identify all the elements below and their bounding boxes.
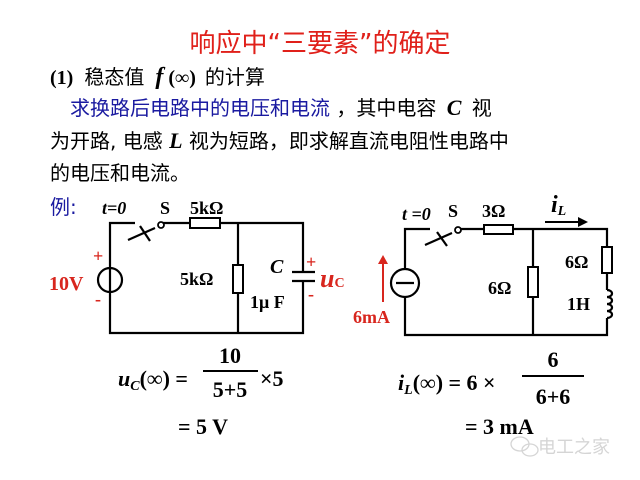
voltage-source-icon	[96, 266, 124, 294]
eq1-numerator: 10	[219, 343, 241, 368]
switch-label: S	[448, 201, 458, 221]
resistor-branch-label: 6Ω	[565, 252, 588, 272]
inductor-icon	[606, 288, 614, 320]
cap-label: C	[270, 256, 284, 278]
slide-title: 响应中“三要素”的确定	[190, 29, 451, 59]
circuit-1: t=0 S 5kΩ + 10V - 5kΩ C 1μ F + - uC	[49, 198, 345, 335]
cap-plus: +	[306, 252, 316, 272]
cap-value: 1μ F	[250, 292, 285, 312]
paragraph-line-2: 为开路, 电感 L 视为短路，即求解直流电阻性电路中	[50, 128, 509, 153]
resistor-shunt-label: 6Ω	[488, 278, 511, 298]
il-label: iL	[551, 192, 566, 219]
paragraph-line-1: 求换路后电路中的电压和电流 ，其中电容 C 视	[70, 95, 492, 120]
eq1-times: ×5	[260, 366, 284, 391]
resistor-shunt-icon	[232, 264, 244, 294]
resistor-shunt-label: 5kΩ	[180, 269, 213, 289]
source-minus: -	[95, 289, 101, 309]
switch-time-label: t =0	[402, 204, 431, 224]
source-value: 10V	[49, 273, 84, 295]
eq2-numerator: 6	[548, 347, 559, 372]
section-arg: (∞)	[168, 67, 196, 89]
highlight-text: 求换路后电路中的电压和电流	[70, 96, 330, 120]
eq1-lhs: uC(∞) =	[118, 366, 188, 394]
capacitor-icon	[292, 270, 315, 283]
paragraph-text: 视为短路，即求解直流电阻性电路中	[189, 129, 509, 153]
paragraph-text: 为开路, 电感	[50, 129, 163, 153]
inductor-label: 1H	[567, 294, 590, 314]
section-suffix: 的计算	[205, 65, 265, 89]
source-plus: +	[93, 246, 103, 266]
source-arrow-icon	[378, 255, 388, 302]
resistor-series-label: 3Ω	[482, 201, 505, 221]
section-number: (1)	[50, 67, 73, 89]
section-label: 稳态值	[84, 65, 144, 89]
wechat-icon	[510, 436, 539, 457]
resistor-branch-icon	[601, 246, 613, 274]
watermark-text: 电工之家	[538, 437, 610, 458]
resistor-series-icon	[483, 224, 514, 235]
resistor-series-icon	[189, 217, 221, 229]
eq2-result: = 3 mA	[465, 414, 534, 439]
current-source-icon	[389, 267, 421, 299]
equation-1: uC(∞) = 10 5+5 ×5 = 5 V	[118, 343, 284, 439]
cap-minus: -	[308, 284, 314, 304]
eq1-result: = 5 V	[178, 414, 228, 439]
section-heading: (1) 稳态值 f (∞) 的计算	[50, 64, 265, 90]
ind-symbol: L	[168, 128, 182, 153]
uc-label: uC	[320, 264, 345, 293]
current-arrow-icon	[545, 217, 588, 227]
watermark: 电工之家	[510, 436, 610, 458]
switch-icon	[127, 221, 165, 242]
cap-symbol: C	[447, 95, 462, 120]
source-value: 6mA	[353, 307, 390, 327]
eq2-lhs: iL(∞) = 6 ×	[398, 370, 496, 398]
equation-2: iL(∞) = 6 × 6 6+6 = 3 mA	[398, 347, 584, 439]
example-label: 例:	[50, 195, 77, 219]
eq1-denominator: 5+5	[213, 377, 248, 402]
paragraph-line-3: 的电压和电流。	[50, 161, 190, 185]
section-func: f	[155, 64, 165, 90]
switch-icon	[424, 226, 462, 247]
paragraph-text: ，其中电容	[336, 96, 436, 120]
switch-time-label: t=0	[102, 198, 126, 218]
circuit-2: t =0 S 3Ω iL 6mA 6Ω 6Ω 1H	[353, 192, 614, 337]
switch-label: S	[160, 198, 170, 218]
eq2-denominator: 6+6	[536, 384, 571, 409]
resistor-shunt-icon	[527, 266, 539, 298]
resistor-series-label: 5kΩ	[190, 198, 223, 218]
paragraph-text: 视	[472, 96, 492, 120]
